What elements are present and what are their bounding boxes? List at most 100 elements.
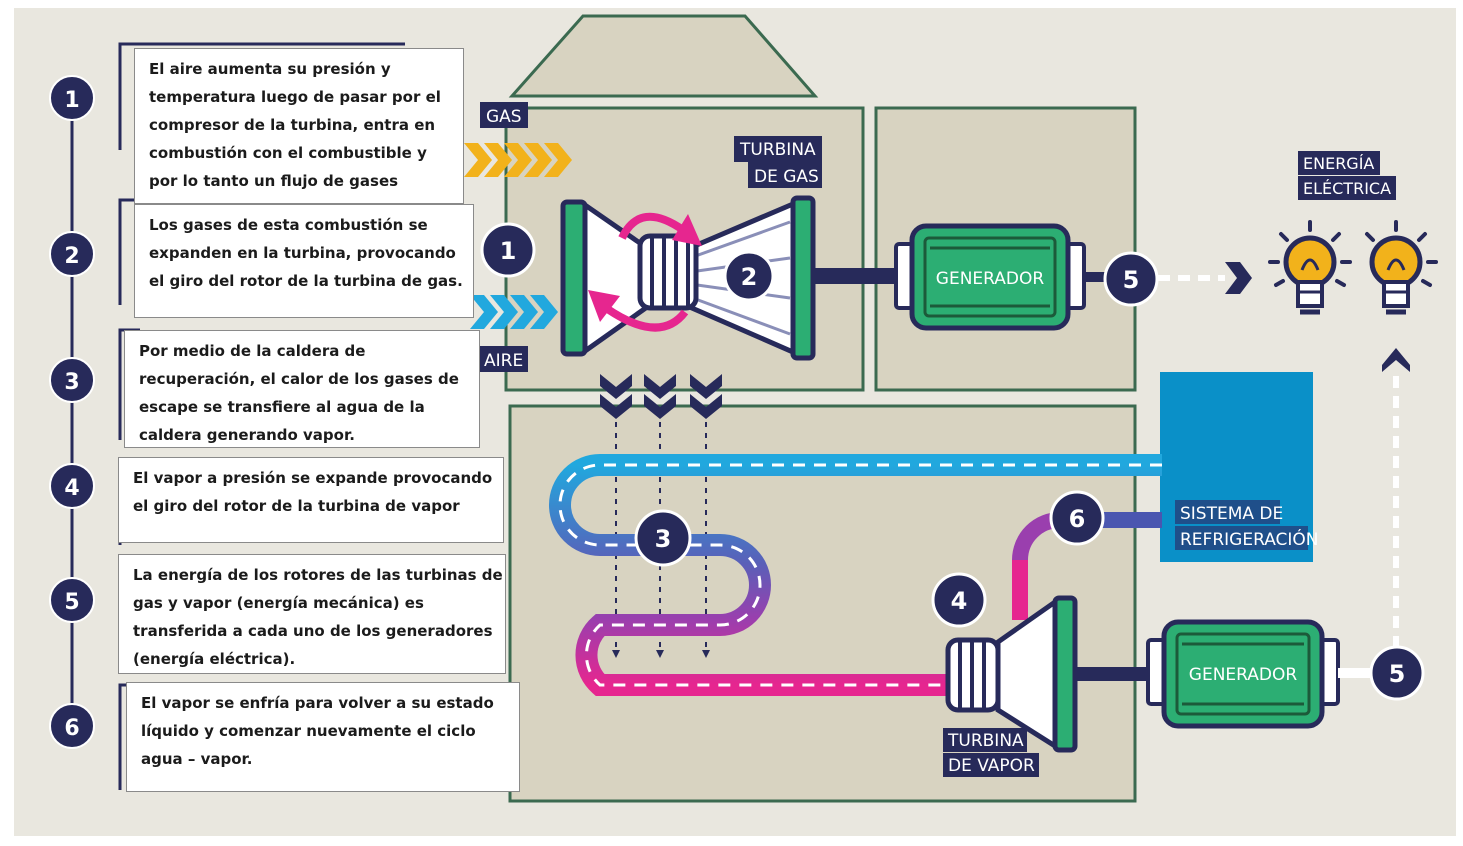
step-1-line: El aire aumenta su presión y [149,60,391,78]
building-roof [508,14,819,98]
rotation-arrow-top [618,212,686,240]
step-3-line: Por medio de la caldera de [139,342,366,360]
step-5-line: transferida a cada uno de los generadore… [133,622,493,640]
step-number-6: 6 [49,703,95,749]
energy-label-line-1: ENERGÍA [1303,154,1374,173]
step-number-4: 4 [49,463,95,509]
step-3-line: recuperación, el calor de los gases de [139,370,459,388]
step-1-line: por lo tanto un flujo de gases [149,172,399,190]
step-1-line: temperatura luego de pasar por el [149,88,441,106]
diagram-marker-4: 4 [931,572,987,628]
step-4-line: El vapor a presión se expande provocando [133,469,493,487]
generator-top-body [909,223,1071,331]
step-2-line: el giro del rotor de la turbina de gas. [149,272,463,290]
energy-label-line-2: ELÉCTRICA [1303,179,1391,198]
svg-text:4: 4 [951,587,968,615]
step-1-line: compresor de la turbina, entra en [149,116,436,134]
diagram-marker-2: 2 [723,250,775,302]
steam-turbine-flange [1052,595,1078,753]
svg-text:5: 5 [64,590,79,615]
step-4-line: el giro del rotor de la turbina de vapor [133,497,460,515]
air-label: AIRE [484,351,523,371]
gas-turbine-label-bg-1 [734,136,822,162]
gas-turbine-compressor-flange [560,199,588,357]
step-note-1: El aire aumenta su presión y temperatura… [134,48,464,204]
step-note-6: El vapor se enfría para volver a su esta… [126,682,520,792]
gas-turbine-label-bg-2 [748,162,822,188]
steam-turbine-shaft [1075,667,1165,681]
step-note-2: Los gases de esta combustión se expanden… [134,204,474,318]
step-number-3: 3 [49,357,95,403]
gas-turbine-shaft [813,268,913,284]
step-2-line: Los gases de esta combustión se [149,216,428,234]
diagram-marker-1: 1 [480,222,536,278]
step-5-line: (energía eléctrica). [133,650,296,668]
step-number-1: 1 [49,75,95,121]
step-3-line: caldera generando vapor. [139,426,355,444]
svg-text:6: 6 [1069,505,1086,533]
step-6-line: agua – vapor. [141,750,253,768]
svg-text:2: 2 [64,244,79,269]
energy-label-bg-2 [1298,176,1396,200]
steam-turbine-label-line-1: TURBINA [947,731,1024,751]
generator-top-output [1084,272,1116,282]
step-2-line: expanden en la turbina, provocando [149,244,456,262]
diagram-marker-5-top: 5 [1103,251,1159,307]
svg-text:1: 1 [500,237,517,265]
rotation-arrowhead-top [672,214,702,246]
cooling-label-bg-1 [1175,500,1280,524]
exhaust-arrows [600,374,722,419]
step-5-line: gas y vapor (energía mecánica) es [133,594,424,612]
steam-turbine [945,595,1078,753]
svg-text:2: 2 [741,263,758,291]
step-number-2: 2 [49,231,95,277]
gas-turbine-label-line-2: DE GAS [754,167,819,187]
cooling-label-line-2: REFRIGERACIÓN [1180,528,1319,550]
diagram-marker-6: 6 [1049,490,1105,546]
gas-turbine-exhaust-flange [790,195,816,361]
generator-bottom-output [1338,668,1378,678]
svg-text:3: 3 [655,525,672,553]
generator-top-label: GENERADOR [936,269,1045,289]
svg-text:5: 5 [1123,266,1140,294]
air-label-bg [478,346,528,372]
svg-text:1: 1 [64,88,79,113]
svg-text:5: 5 [1389,660,1406,688]
diagram-marker-3: 3 [634,509,692,567]
step-note-4: El vapor a presión se expande provocando… [118,457,504,543]
gas-label: GAS [486,107,522,127]
lightbulb-icon [1365,220,1438,315]
steam-turbine-label-bg-1 [943,728,1027,752]
gas-label-bg [480,102,528,128]
generator-bottom-label: GENERADOR [1189,665,1298,685]
steam-turbine-label-line-2: DE VAPOR [948,756,1035,776]
svg-text:3: 3 [64,370,79,395]
lightbulb-icon [1268,220,1352,315]
air-inlet-arrows [470,295,558,329]
gas-inlet-arrows [464,143,572,177]
generator-bottom-body [1161,619,1325,729]
electric-output-vertical-arrow [1382,348,1410,372]
rotation-arrow-bottom [603,304,689,332]
energy-label-bg-1 [1298,151,1380,175]
step-6-line: líquido y comenzar nuevamente el ciclo [141,722,476,740]
electric-output-arrow [1225,262,1252,294]
cooling-label-line-1: SISTEMA DE [1180,504,1283,524]
generator-bottom [1146,619,1340,729]
gas-turbine-label-line-1: TURBINA [739,140,816,160]
step-6-line: El vapor se enfría para volver a su esta… [141,694,494,712]
step-note-5: La energía de los rotores de las turbina… [118,554,506,674]
svg-text:6: 6 [64,716,79,741]
cooling-label-bg-2 [1175,526,1308,550]
diagram-marker-5-bottom: 5 [1369,645,1425,701]
step-5-line: La energía de los rotores de las turbina… [133,566,503,584]
step-3-line: escape se transfiere al agua de la [139,398,425,416]
generator-top [894,223,1086,331]
step-note-3: Por medio de la caldera de recuperación,… [124,330,480,448]
steam-turbine-label-bg-2 [943,753,1039,777]
svg-text:4: 4 [64,476,79,501]
step-number-5: 5 [49,577,95,623]
step-1-line: combustión con el combustible y [149,144,427,162]
rotation-arrowhead-bottom [588,290,620,322]
